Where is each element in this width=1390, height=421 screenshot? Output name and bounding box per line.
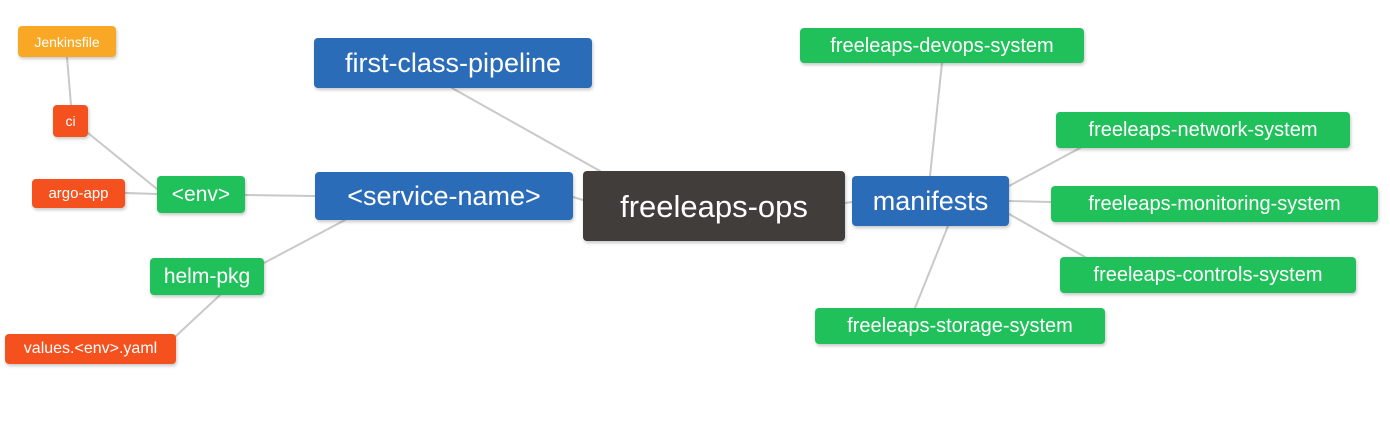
node-helm-pkg[interactable]: helm-pkg <box>150 258 264 295</box>
node-monitoring-system[interactable]: freeleaps-monitoring-system <box>1051 186 1378 222</box>
node-label-controls-system: freeleaps-controls-system <box>1093 264 1323 286</box>
node-freeleaps-ops[interactable]: freeleaps-ops <box>583 171 845 241</box>
edge-freeleaps-ops-to-manifests <box>844 201 853 204</box>
node-controls-system[interactable]: freeleaps-controls-system <box>1060 257 1356 293</box>
node-first-class-pipeline[interactable]: first-class-pipeline <box>314 38 592 88</box>
node-label-monitoring-system: freeleaps-monitoring-system <box>1088 193 1341 215</box>
node-label-devops-system: freeleaps-devops-system <box>830 34 1054 57</box>
edge-manifests-to-network-system <box>1008 147 1081 187</box>
node-label-first-class-pipeline: first-class-pipeline <box>344 47 562 78</box>
node-label-ci: ci <box>65 113 76 129</box>
node-label-manifests: manifests <box>872 185 989 216</box>
node-manifests[interactable]: manifests <box>852 176 1009 226</box>
node-label-network-system: freeleaps-network-system <box>1088 119 1318 141</box>
node-jenkinsfile[interactable]: Jenkinsfile <box>18 26 116 57</box>
node-argo-app[interactable]: argo-app <box>32 179 125 208</box>
edge-first-class-pipeline-to-freeleaps-ops <box>451 87 601 172</box>
node-label-jenkinsfile: Jenkinsfile <box>34 33 100 50</box>
node-env[interactable]: <env> <box>157 176 245 213</box>
edge-helm-pkg-to-service-name <box>263 219 346 264</box>
node-label-values-env-yaml: values.<env>.yaml <box>23 340 158 357</box>
node-label-env: <env> <box>171 183 231 206</box>
node-values-env-yaml[interactable]: values.<env>.yaml <box>5 334 176 364</box>
node-devops-system[interactable]: freeleaps-devops-system <box>800 28 1084 63</box>
edge-env-to-service-name <box>244 194 316 197</box>
edge-manifests-to-storage-system <box>914 225 949 309</box>
node-network-system[interactable]: freeleaps-network-system <box>1056 112 1350 148</box>
node-storage-system[interactable]: freeleaps-storage-system <box>815 308 1105 344</box>
edge-manifests-to-devops-system <box>929 62 943 177</box>
edge-manifests-to-monitoring-system <box>1008 200 1052 203</box>
node-label-service-name: <service-name> <box>347 180 541 211</box>
node-ci[interactable]: ci <box>53 105 88 137</box>
node-label-storage-system: freeleaps-storage-system <box>847 315 1073 337</box>
edge-argo-app-to-env <box>124 192 158 195</box>
node-label-freeleaps-ops: freeleaps-ops <box>620 188 808 224</box>
node-label-argo-app: argo-app <box>48 185 109 202</box>
edge-jenkinsfile-to-ci <box>66 56 72 106</box>
node-label-helm-pkg: helm-pkg <box>163 265 251 288</box>
edge-service-name-to-freeleaps-ops <box>572 196 584 201</box>
node-service-name[interactable]: <service-name> <box>315 172 573 220</box>
edge-values-env-yaml-to-helm-pkg <box>175 294 221 337</box>
